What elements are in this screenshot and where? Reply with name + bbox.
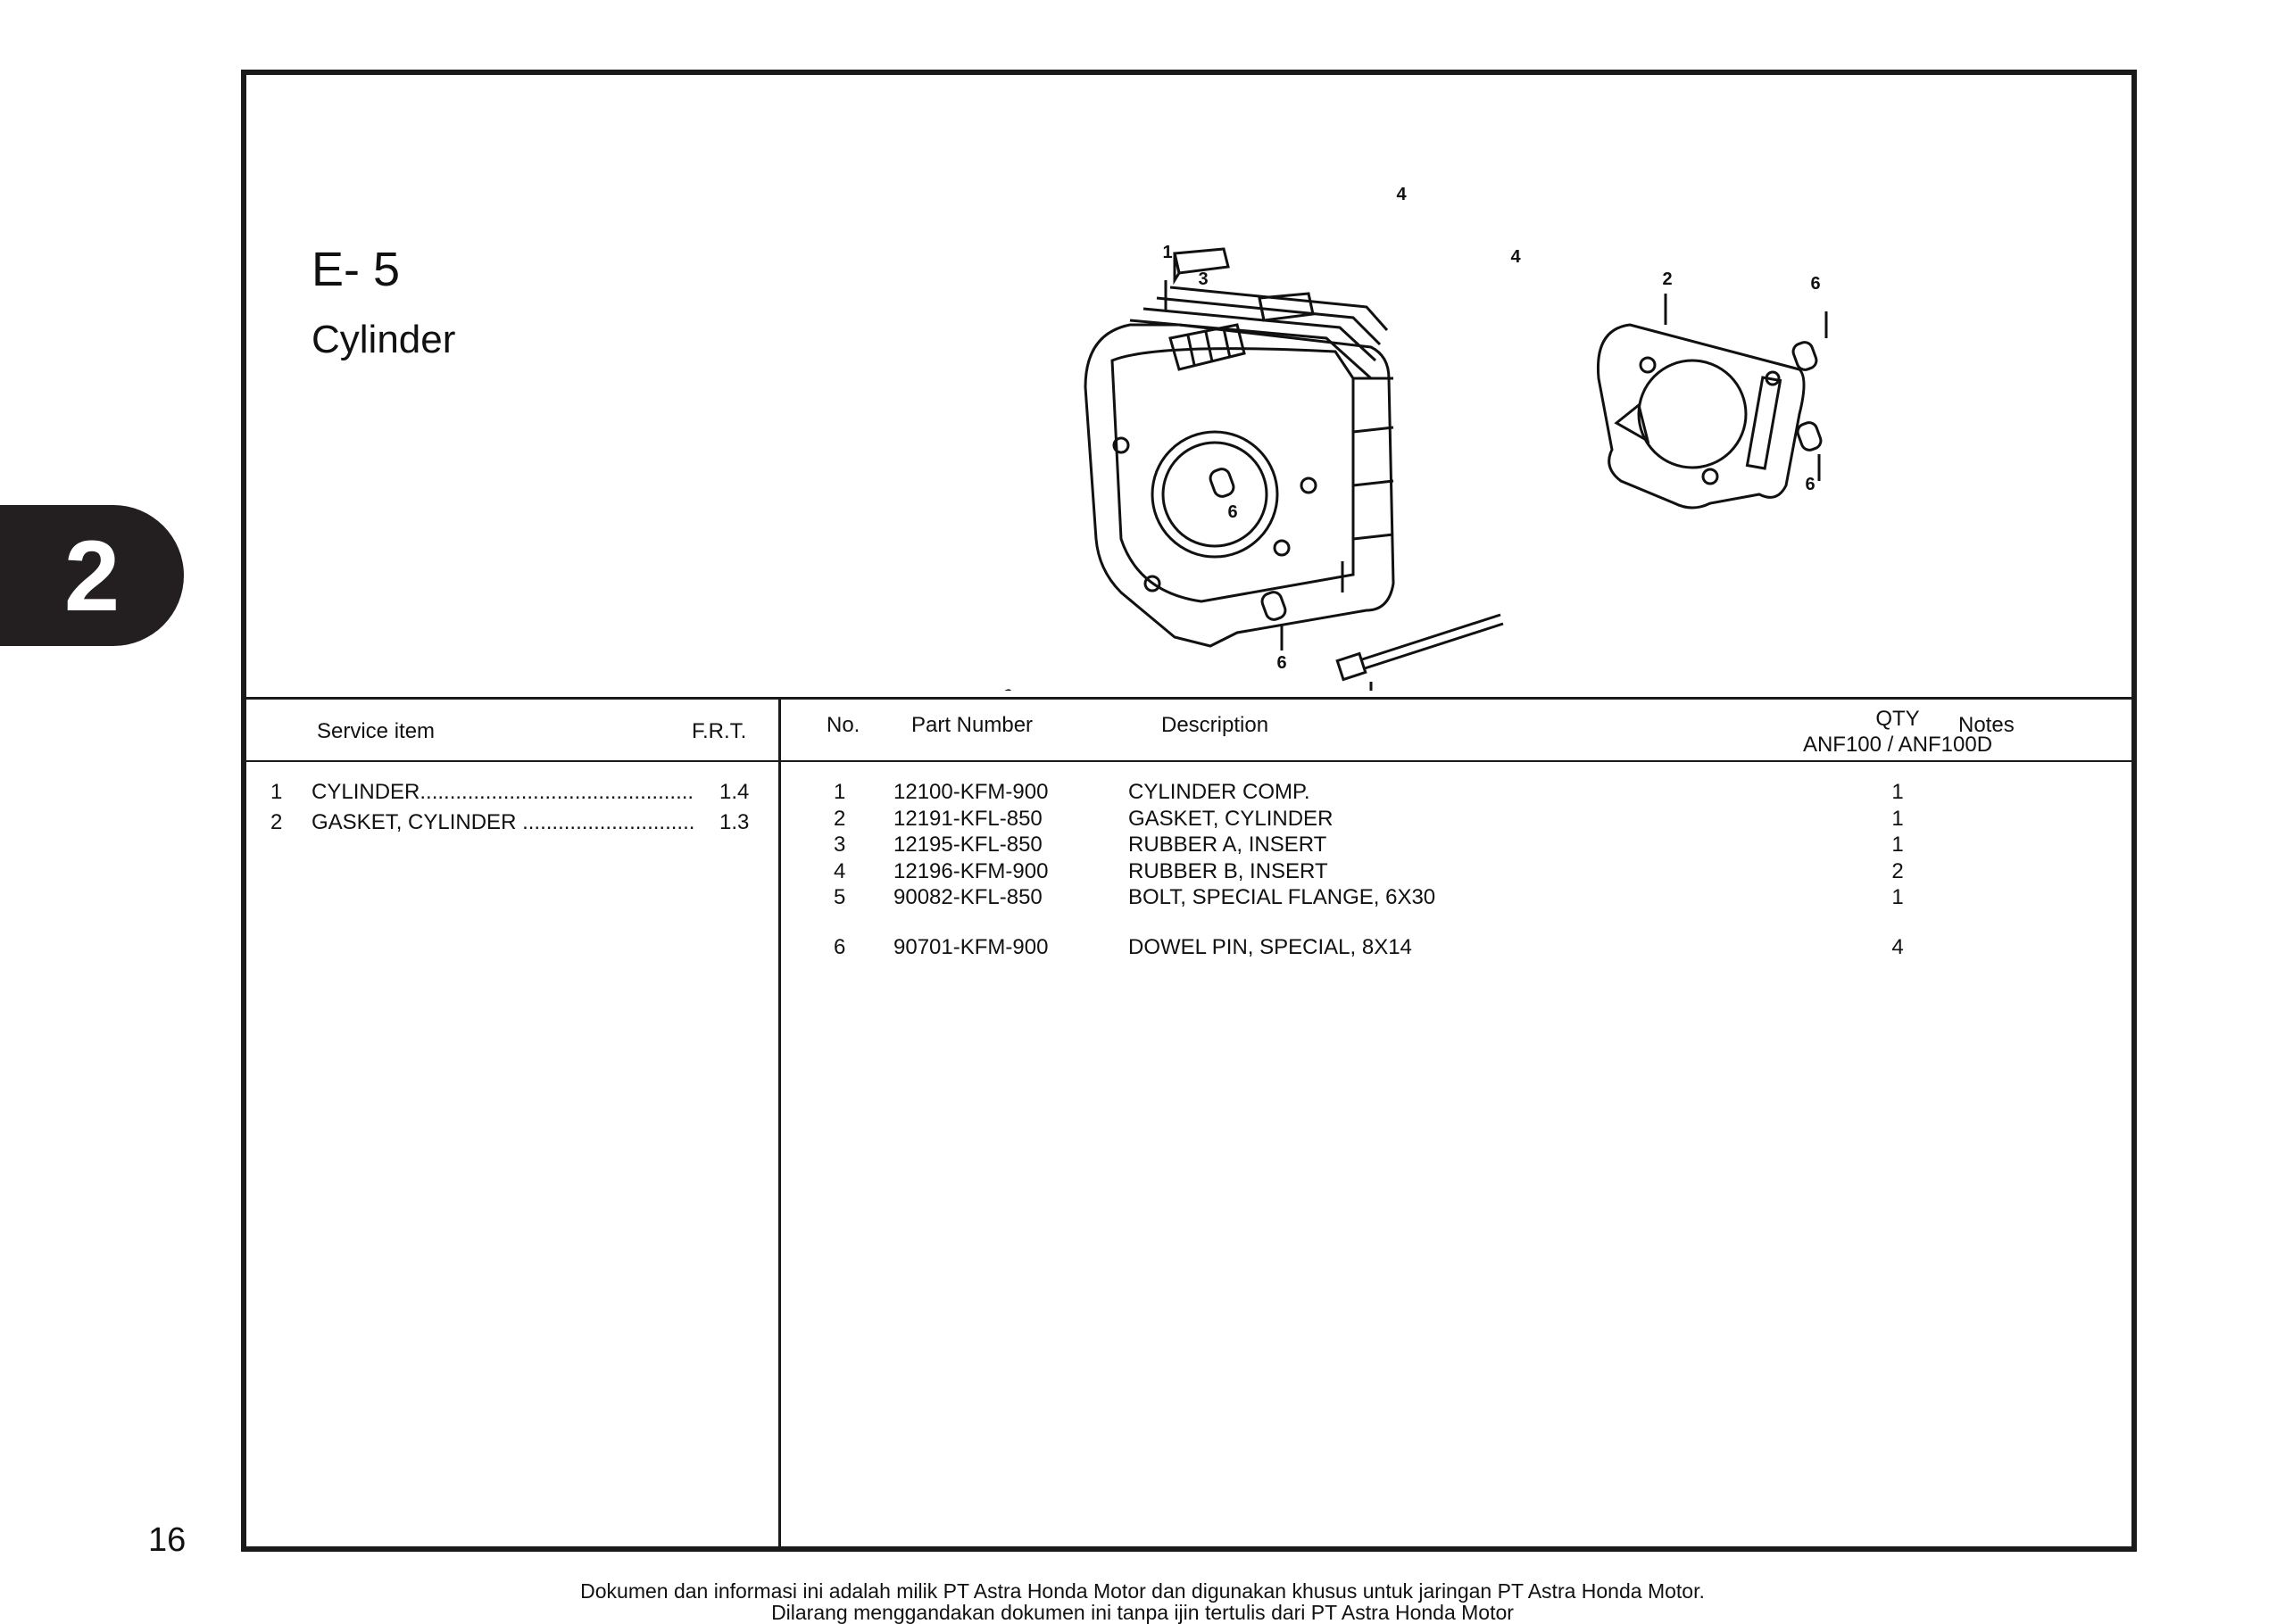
parts-row-part-number: 90082-KFL-850	[893, 885, 1043, 909]
table-header-rule	[246, 760, 2131, 762]
parts-row-description: RUBBER A, INSERT	[1128, 833, 1327, 857]
parts-row-qty: 1	[1891, 833, 1904, 857]
callout-label: 6	[1276, 653, 1286, 673]
footer-line: Dilarang menggandakan dokumen ini tanpa …	[771, 1601, 1514, 1624]
service-row-item: GASKET, CYLINDER .......................…	[312, 810, 695, 834]
service-item-header: Service item	[317, 719, 436, 743]
parts-row-description: RUBBER B, INSERT	[1128, 859, 1328, 883]
parts-row-part-number: 12191-KFL-850	[893, 807, 1043, 831]
svg-text:FR.: FR.	[990, 683, 1021, 691]
parts-row-qty: 2	[1891, 859, 1904, 883]
qty-header: QTY	[1875, 707, 1920, 731]
rubber-b-insert-part	[1258, 292, 1315, 322]
parts-row-qty: 1	[1891, 807, 1904, 831]
special-flange-bolt-part	[1335, 613, 1504, 682]
cylinder-gasket-part	[1596, 323, 1806, 510]
part-number-header: Part Number	[911, 713, 1034, 737]
parts-row-description: BOLT, SPECIAL FLANGE, 6X30	[1128, 885, 1436, 909]
parts-row-part-number: 12195-KFL-850	[893, 833, 1043, 857]
table-top-rule	[246, 697, 2131, 700]
frt-header: F.R.T.	[692, 719, 747, 743]
parts-row-no: 6	[834, 935, 846, 959]
rubber-a-insert-part	[1173, 247, 1230, 286]
callout-label: 6	[1805, 475, 1815, 494]
parts-row-qty: 1	[1891, 780, 1904, 804]
chapter-tab: 2	[0, 505, 184, 646]
front-direction-arrow: FR.	[990, 683, 1021, 691]
parts-row-description: GASKET, CYLINDER	[1128, 807, 1334, 831]
exploded-parts-diagram: 1 2 3 4 4 5 6 6 6 6 FR.	[990, 185, 1828, 691]
footer-disclaimer: Dokumen dan informasi ini adalah milik P…	[0, 1580, 2285, 1623]
service-row-no: 1	[270, 780, 283, 804]
page-number: 16	[148, 1521, 187, 1559]
callout-label: 6	[1227, 502, 1237, 522]
dowel-pin-part	[1209, 341, 1823, 621]
parts-row-part-number: 12100-KFM-900	[893, 780, 1049, 804]
rubber-insert-left-part	[1168, 323, 1246, 371]
parts-row-qty: 4	[1891, 935, 1904, 959]
callout-label: 4	[1396, 185, 1407, 204]
notes-header: Notes	[1958, 713, 2015, 737]
qty-models-header: ANF100 / ANF100D	[1802, 733, 1993, 757]
callout-label: 1	[1162, 243, 1172, 262]
section-code: E- 5	[312, 243, 401, 296]
cylinder-body-part	[1084, 323, 1395, 648]
parts-row-part-number: 90701-KFM-900	[893, 935, 1049, 959]
service-row-frt: 1.3	[719, 810, 750, 834]
service-row-item: CYLINDER................................…	[312, 780, 694, 804]
parts-row-no: 3	[834, 833, 846, 857]
table-divider	[778, 697, 781, 1546]
callout-label: 2	[1662, 269, 1672, 289]
callout-label: 6	[1810, 274, 1820, 294]
parts-row-description: DOWEL PIN, SPECIAL, 8X14	[1128, 935, 1412, 959]
parts-row-part-number: 12196-KFM-900	[893, 859, 1049, 883]
callout-label: 4	[1510, 247, 1521, 267]
service-row-frt: 1.4	[719, 780, 750, 804]
parts-row-no: 5	[834, 885, 846, 909]
description-header: Description	[1161, 713, 1269, 737]
parts-row-no: 2	[834, 807, 846, 831]
parts-no-header: No.	[827, 713, 860, 737]
parts-row-description: CYLINDER COMP.	[1128, 780, 1310, 804]
service-row-no: 2	[270, 810, 283, 834]
parts-row-no: 1	[834, 780, 846, 804]
footer-line: Dokumen dan informasi ini adalah milik P…	[580, 1579, 1705, 1603]
parts-row-qty: 1	[1891, 885, 1904, 909]
parts-page-frame: E- 5 Cylinder	[241, 70, 2137, 1552]
parts-row-no: 4	[834, 859, 846, 883]
callout-label: 3	[1198, 269, 1208, 289]
section-title: Cylinder	[312, 318, 456, 361]
cylinder-bore	[1151, 430, 1279, 559]
